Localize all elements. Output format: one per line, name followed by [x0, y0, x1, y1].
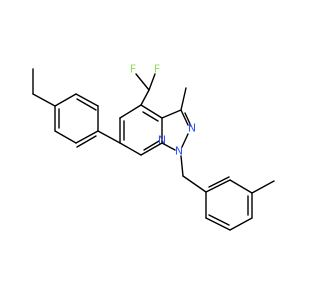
bond	[140, 89, 150, 106]
bond	[135, 73, 150, 91]
bond	[208, 176, 230, 188]
atom-label-nitrogen: N	[158, 134, 166, 147]
bond	[208, 214, 230, 226]
bond	[180, 109, 189, 126]
atom-labels: F F N N N	[130, 63, 196, 158]
bond	[161, 142, 176, 151]
bond	[229, 179, 253, 194]
bond	[184, 112, 192, 127]
bond	[180, 155, 184, 177]
atom-label-nitrogen: N	[175, 145, 183, 158]
bond	[76, 98, 97, 111]
bond	[181, 133, 189, 148]
bond	[76, 135, 97, 148]
bond	[75, 93, 99, 107]
bond	[54, 130, 77, 144]
atom-label-nitrogen: N	[188, 122, 196, 135]
molecule-diagram: F F N N N	[32, 63, 275, 231]
atom-label-fluorine: F	[130, 63, 136, 76]
bond	[182, 175, 207, 193]
bond	[205, 179, 231, 193]
bond	[75, 130, 99, 144]
bond	[119, 142, 142, 156]
bond	[205, 217, 231, 231]
bond	[140, 104, 163, 119]
bond	[142, 111, 159, 122]
bond	[140, 142, 163, 156]
bond	[251, 180, 275, 194]
bond	[97, 130, 121, 144]
bond	[161, 109, 182, 119]
bond	[148, 73, 156, 91]
bond	[143, 140, 160, 151]
bond	[229, 217, 253, 231]
bond	[119, 104, 142, 119]
bond	[180, 87, 187, 111]
atom-label-fluorine: F	[154, 63, 160, 76]
bond	[32, 93, 56, 107]
molecule-structure: F F N N N	[32, 63, 275, 231]
bond	[54, 93, 77, 107]
bonds	[32, 68, 275, 231]
